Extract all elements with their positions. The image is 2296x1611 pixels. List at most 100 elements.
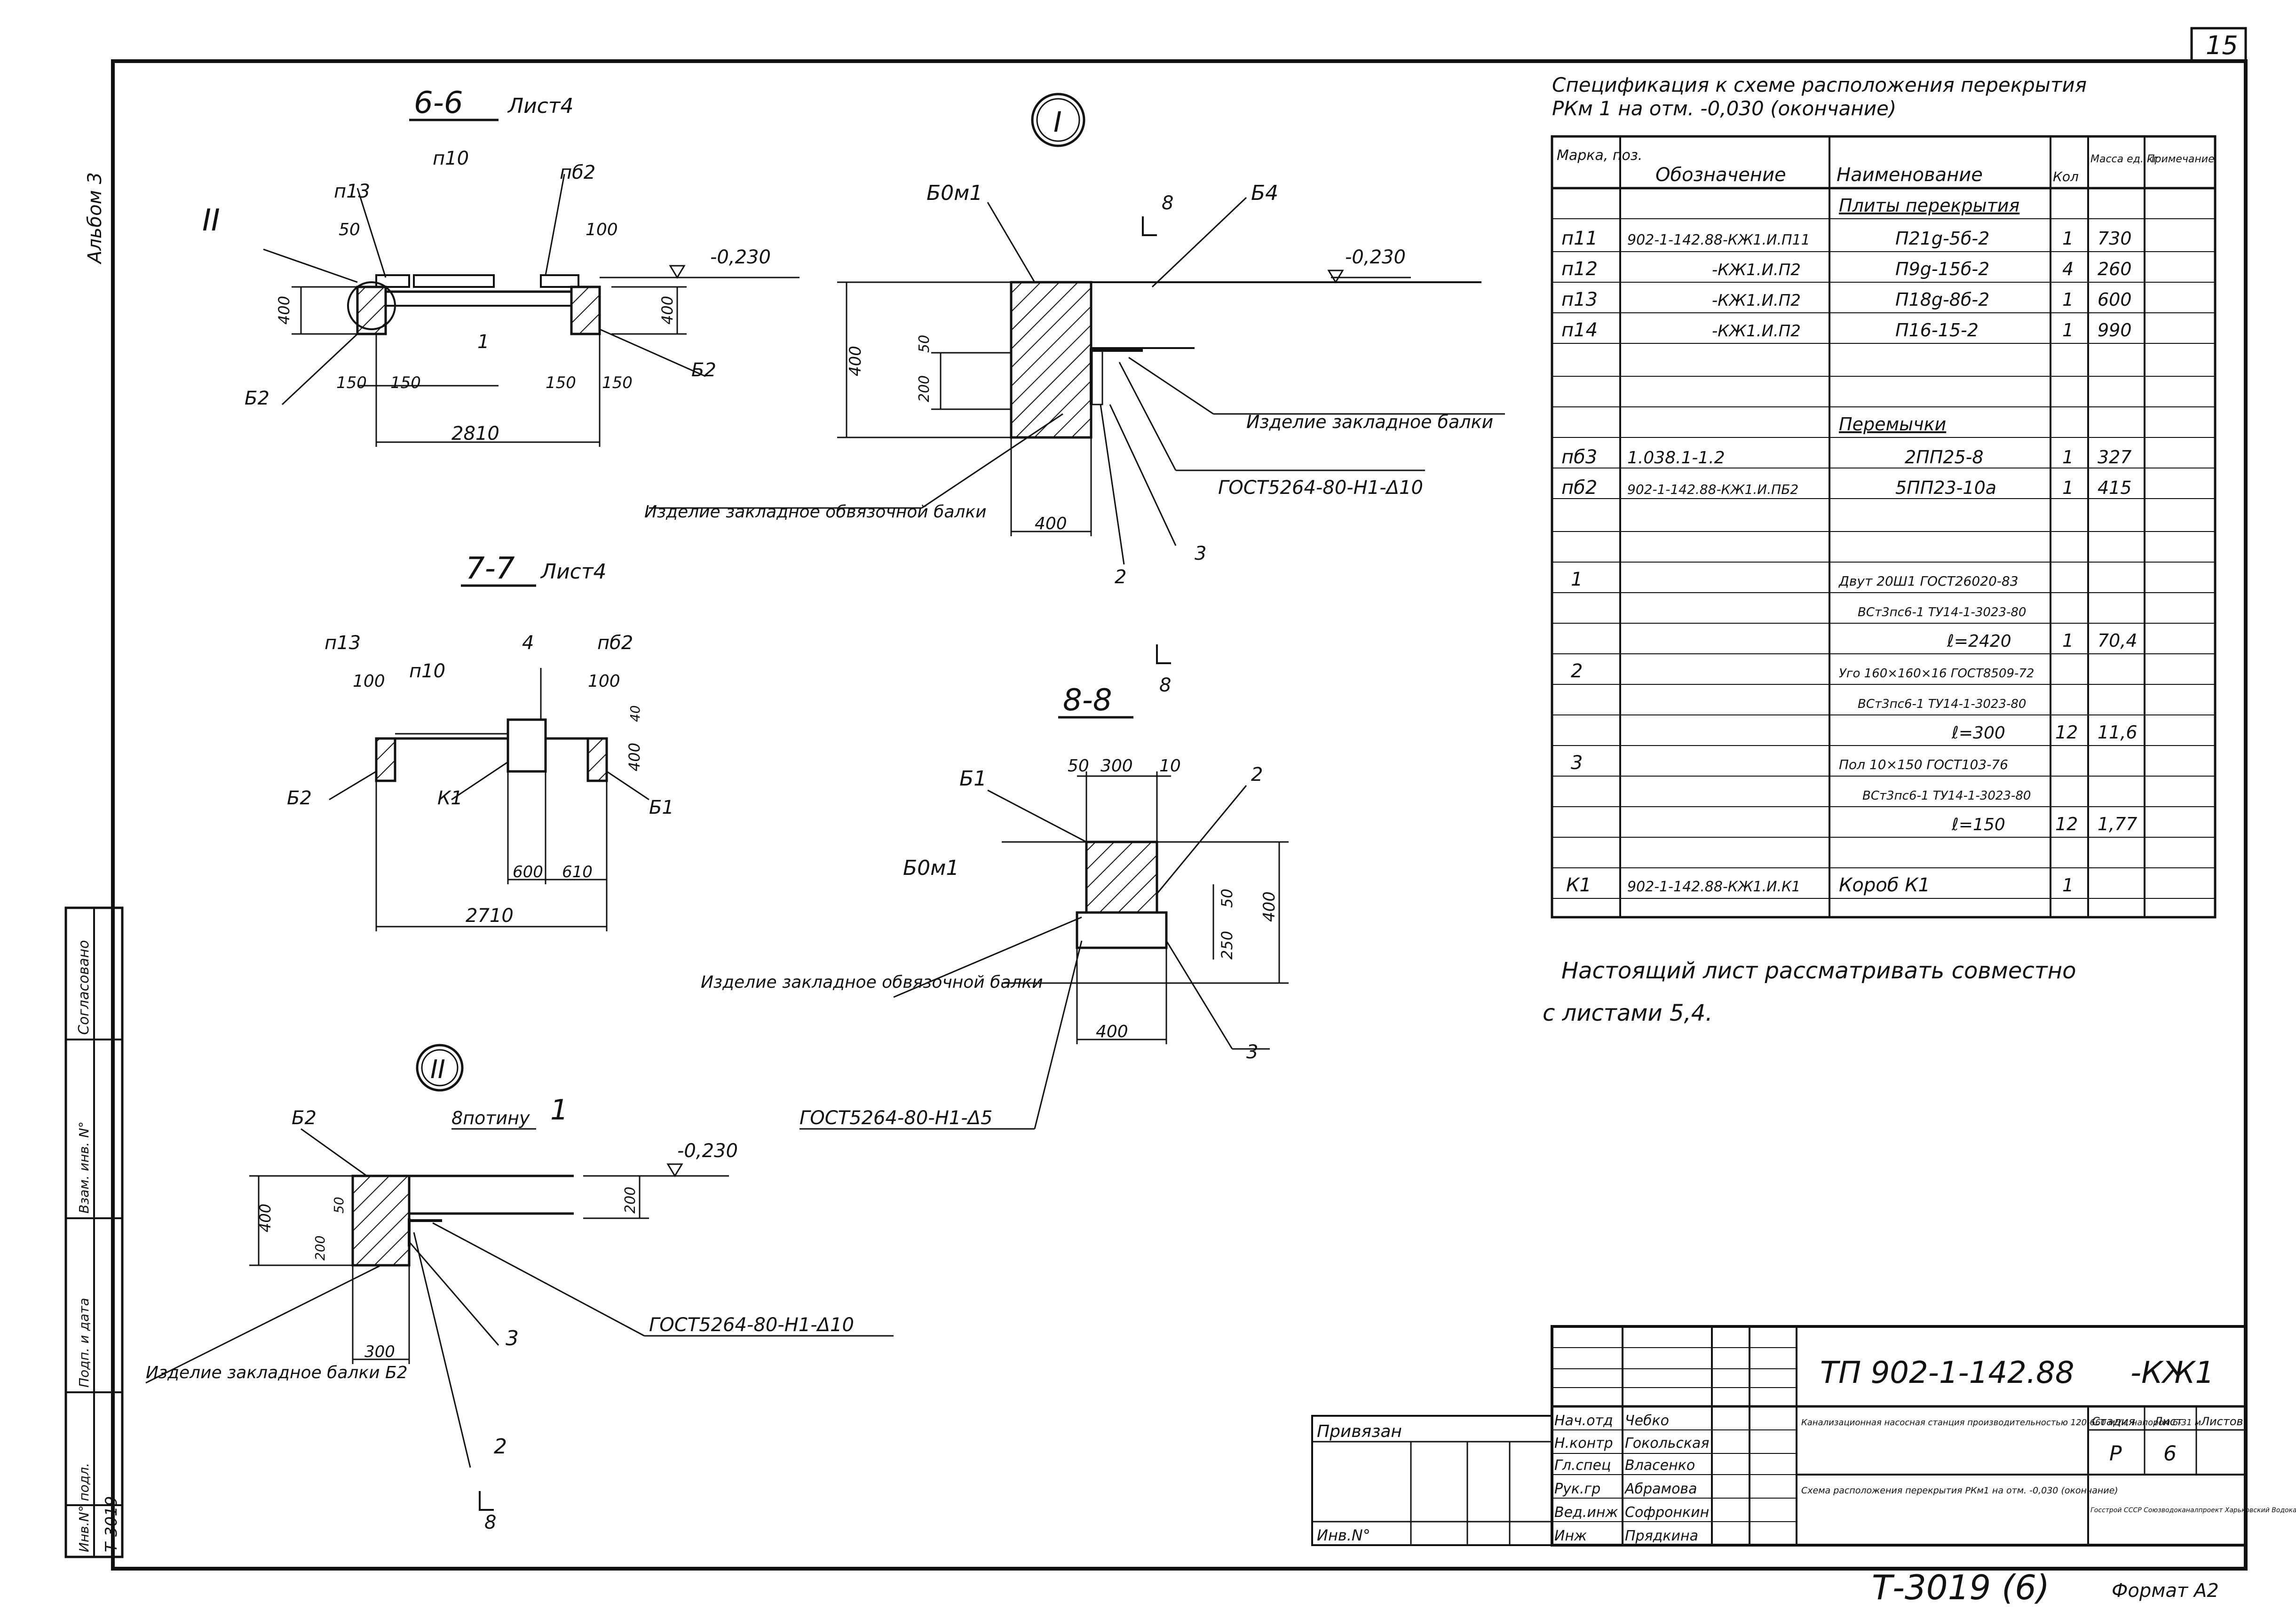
spec-r3-desig: -КЖ1.И.П2 — [1712, 322, 1801, 341]
s66-pb2: пб2 — [560, 162, 595, 183]
spec-r0-qty: 1 — [2062, 228, 2074, 249]
spec-r5-name: 5ПП23-10а — [1895, 477, 1996, 498]
spec-r12-name: Пол 10×150 ГОСТ103-76 — [1839, 757, 2008, 772]
s88-pos2: 2 — [1251, 764, 1263, 786]
detail-II: II Б2 8потину 1 -0,230 400 200 50 200 Из… — [145, 1044, 894, 1533]
detI-400: 400 — [846, 346, 865, 376]
detII-pos2: 2 — [494, 1435, 507, 1459]
tb-inv: Инв.N° — [1317, 1526, 1370, 1544]
section-6-6-title: 6-6 — [414, 86, 463, 120]
s66-50: 50 — [339, 220, 360, 239]
detII-pos3: 3 — [506, 1326, 519, 1350]
s88-10: 10 — [1159, 756, 1181, 776]
s77-610: 610 — [562, 863, 593, 881]
s77-4: 4 — [522, 632, 534, 654]
s88-b0m1: Б0м1 — [903, 856, 959, 880]
detI-embed-tie: Изделие закладное обвязочной балки — [644, 502, 987, 522]
section-7-7-title: 7-7 — [466, 551, 515, 586]
spec-r8-qty: 1 — [2062, 630, 2074, 651]
spec-r4-mark: пб3 — [1561, 446, 1597, 468]
spec-r6-mark: 1 — [1571, 569, 1583, 590]
spec-r13-name: ВСт3пс6-1 ТУ14-1-3023-80 — [1862, 789, 2031, 803]
spec-r5-desig: 902-1-142.88-КЖ1.И.ПБ2 — [1627, 482, 1798, 497]
s77-600: 600 — [513, 863, 543, 881]
sheet-frame — [111, 59, 2248, 1571]
detail-I-title: I — [1053, 106, 1062, 139]
spec-r0-mark: п11 — [1561, 228, 1598, 249]
spec-r14-qty: 12 — [2055, 814, 2078, 834]
spec-col-desig: Обозначение — [1655, 164, 1786, 186]
s77-pb2: пб2 — [597, 632, 633, 654]
detII-embed: Изделие закладное балки Б2 — [146, 1363, 408, 1382]
s77-p13: п13 — [325, 632, 361, 654]
spec-r7-name: ВСт3пс6-1 ТУ14-1-3023-80 — [1858, 605, 2026, 619]
s66-b2b: Б2 — [691, 359, 716, 381]
s88-pos3: 3 — [1246, 1041, 1258, 1063]
s66-150b: 150 — [390, 373, 421, 392]
s66-b2a: Б2 — [245, 388, 269, 409]
s66-p10: п10 — [433, 148, 469, 169]
spec-r1-desig: -КЖ1.И.П2 — [1712, 261, 1801, 279]
spec-r15-qty: 1 — [2062, 875, 2074, 896]
detI-b0m1: Б0м1 — [926, 181, 982, 205]
spec-r14-mass: 1,77 — [2098, 814, 2138, 834]
detII-potinu: 8потину — [451, 1108, 530, 1128]
s88-b1: Б1 — [959, 767, 987, 791]
detII-50: 50 — [331, 1197, 347, 1214]
tb-name-0: Чебко — [1625, 1413, 1669, 1429]
spec-col-note: Примечание — [2147, 153, 2215, 165]
section-7-7-ref: Лист4 — [540, 560, 607, 584]
section-8-8: 8-8 Б1 50 300 10 2 Б0м1 50 250 400 Издел… — [701, 683, 1289, 1130]
spec-r0-mass: 730 — [2098, 228, 2132, 249]
detI-8b: 8 — [1159, 675, 1171, 696]
spec-r2-qty: 1 — [2062, 289, 2074, 310]
s66-2810: 2810 — [451, 423, 499, 444]
spec-r8-name: ℓ=2420 — [1947, 632, 2011, 651]
s66-pos1: 1 — [477, 331, 489, 353]
s77-400: 400 — [625, 743, 643, 771]
detII-400: 400 — [256, 1204, 274, 1232]
spec-r1-mass: 260 — [2098, 259, 2132, 279]
spec-section-lintels: Перемычки — [1839, 414, 1946, 435]
spec-r4-name: 2ПП25-8 — [1905, 447, 1984, 468]
detI-b4: Б4 — [1251, 181, 1278, 205]
s66-elev: -0,230 — [710, 246, 771, 268]
detail-II-title: II — [430, 1055, 445, 1084]
spec-r4-desig: 1.038.1-1.2 — [1627, 448, 1725, 468]
detI-gost: ГОСТ5264-80-Н1-Δ10 — [1218, 477, 1423, 499]
tb-doc-code: ТП 902-1-142.88 — [1820, 1356, 2074, 1390]
spec-r4-mass: 327 — [2098, 447, 2132, 468]
tb-sheet: 6 — [2163, 1442, 2177, 1466]
section-8-8-title: 8-8 — [1063, 683, 1112, 718]
detI-elev: -0,230 — [1345, 246, 1406, 268]
s77-2710: 2710 — [466, 905, 514, 927]
tb-role-5: Инж — [1554, 1528, 1587, 1544]
spec-r2-mass: 600 — [2098, 289, 2132, 310]
spec-title: Спецификация к схеме расположения перекр… — [1552, 73, 2087, 96]
spec-r5-mass: 415 — [2098, 477, 2132, 498]
s77-100b: 100 — [588, 672, 620, 691]
spec-r11-mass: 11,6 — [2098, 722, 2138, 743]
spec-r3-qty: 1 — [2062, 320, 2074, 341]
detI-embed-beam: Изделие закладное балки — [1246, 412, 1493, 432]
s88-400v: 400 — [1260, 891, 1279, 922]
section-6-6: 6-6 Лист4 II п10 п13 пб2 50 100 - — [202, 86, 800, 447]
spec-r14-name: ℓ=150 — [1951, 815, 2005, 834]
tb-role-4: Вед.инж — [1554, 1504, 1618, 1521]
spec-col-name: Наименование — [1837, 164, 1983, 186]
tb-stage: Р — [2109, 1442, 2122, 1466]
tb-sheet-name: Схема расположения перекрытия РКм1 на от… — [1801, 1485, 2118, 1496]
tb-name-2: Власенко — [1625, 1457, 1695, 1474]
s88-400: 400 — [1096, 1022, 1128, 1041]
spec-r2-name: П18g-8б-2 — [1895, 289, 1989, 310]
note-line2: с листами 5,4. — [1543, 1000, 1713, 1026]
spec-section-plates: Плиты перекрытия — [1839, 195, 2019, 216]
s77-100a: 100 — [353, 672, 385, 691]
tb-role-1: Н.контр — [1554, 1435, 1613, 1452]
spec-r2-desig: -КЖ1.И.П2 — [1712, 291, 1801, 310]
spec-r5-qty: 1 — [2062, 477, 2074, 498]
strip-sign-date: Подп. и дата — [76, 1298, 92, 1388]
strip-approved: Согласовано — [76, 940, 92, 1035]
detI-200: 200 — [916, 375, 933, 402]
spec-r6-name: Двут 20Ш1 ГОСТ26020-83 — [1838, 573, 2019, 589]
